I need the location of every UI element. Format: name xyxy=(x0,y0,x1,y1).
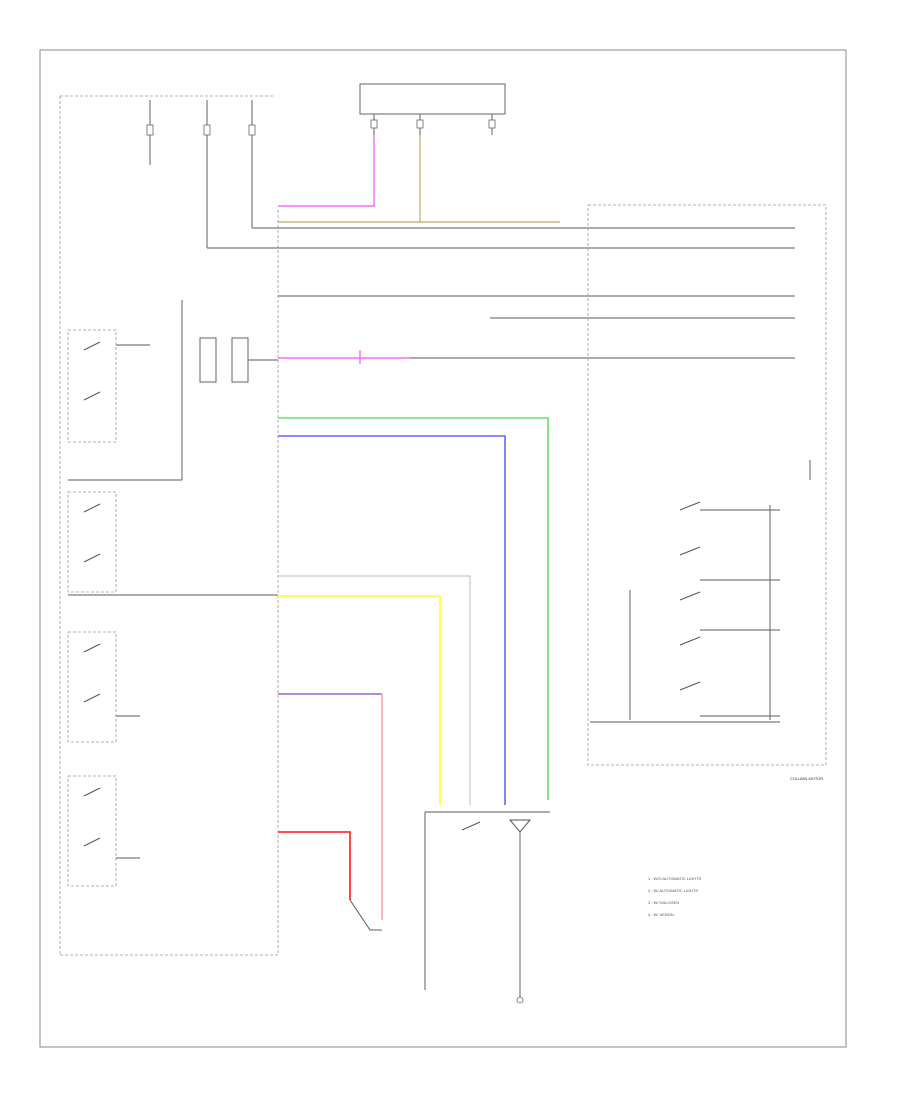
yellow-wire xyxy=(278,595,441,805)
legend: 1 : W/O AUTOMATIC LIGHTS 2 : W/ AUTOMATI… xyxy=(648,876,702,917)
pink-wire xyxy=(278,135,410,364)
bottom-center-switch xyxy=(424,811,550,1004)
bottom-left-switch xyxy=(349,899,382,931)
right-switch-module xyxy=(587,204,827,766)
relay-modules xyxy=(68,300,278,481)
fuse-feeds xyxy=(60,95,275,248)
diagram-frame xyxy=(39,49,847,1048)
top-connector xyxy=(359,83,506,135)
legend-item-2: 2 : W/ AUTOMATIC LIGHTS xyxy=(648,888,698,893)
left-switch-block-4 xyxy=(67,775,140,887)
legend-item-3: 3 : W/ HALOGEN xyxy=(648,900,679,905)
legend-item-4: 4 : W/ XENON xyxy=(648,912,674,917)
right-module-label: COLUMN MOTOR xyxy=(790,776,823,781)
legend-item-1: 1 : W/O AUTOMATIC LIGHTS xyxy=(648,876,702,881)
left-switch-block-2 xyxy=(67,491,278,596)
gray-wire xyxy=(278,575,471,805)
left-switch-block-1 xyxy=(67,329,150,443)
tan-wire xyxy=(278,135,560,223)
green-wire xyxy=(278,417,549,800)
blue-wire xyxy=(278,435,506,805)
left-switch-block-3 xyxy=(67,631,140,743)
red-wire xyxy=(278,831,351,900)
bus-wires xyxy=(207,227,795,359)
